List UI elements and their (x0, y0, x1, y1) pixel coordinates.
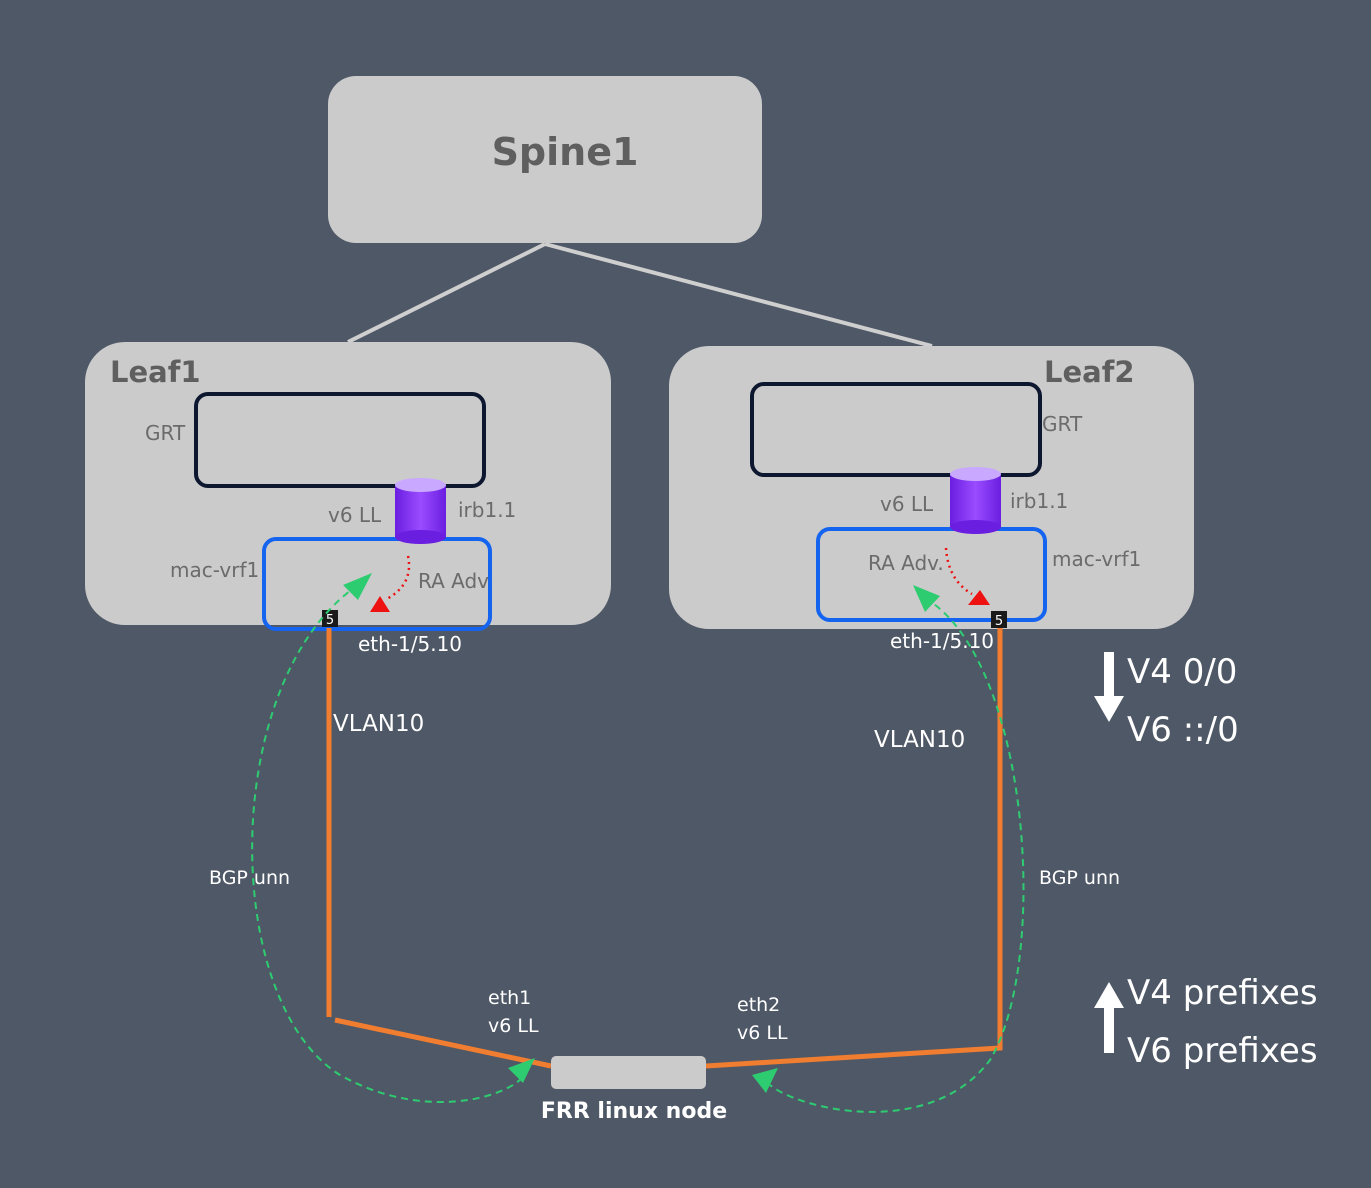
leaf2-bgp-label: BGP unn (1039, 867, 1120, 889)
leaf1-grt-box (194, 392, 486, 488)
legend-up-v6: V6 prefixes (1127, 1031, 1318, 1071)
leaf2-grt-label: GRT (1042, 412, 1083, 436)
uplink-leaf2 (544, 242, 933, 348)
leaf1-macvrf-box (262, 537, 492, 631)
arrow-down-icon (1094, 652, 1124, 722)
leaf1-v6ll-label: v6 LL (328, 503, 382, 527)
leaf1-irb-label: irb1.1 (458, 498, 516, 522)
frr-eth1-label: eth1 (488, 987, 531, 1009)
leaf2-iface-label: eth-1/5.10 (890, 629, 994, 653)
leaf2-bgp-arc-icon (752, 585, 1025, 1113)
spine-title: Spine1 (492, 130, 639, 174)
vlan-link-leaf2 (705, 625, 1003, 1069)
leaf1-bgp-arc-icon (251, 573, 535, 1103)
legend-down-v4: V4 0/0 (1127, 652, 1237, 692)
leaf1-port-badge[interactable]: 5 (322, 610, 338, 628)
leaf1-title: Leaf1 (110, 355, 201, 389)
leaf1-port-number: 5 (326, 613, 334, 628)
leaf2-macvrf-box (816, 527, 1047, 622)
leaf2-irb-label: irb1.1 (1010, 489, 1068, 513)
spine-node[interactable]: Spine1 (328, 76, 762, 243)
frr-node[interactable] (551, 1056, 706, 1089)
leaf2-v6ll-label: v6 LL (880, 492, 934, 516)
vlan-link-frr-left (334, 1017, 552, 1069)
uplink-leaf1 (347, 242, 546, 344)
leaf1-ra-label: RA Adv (418, 569, 489, 593)
leaf2-port-badge[interactable]: 5 (991, 611, 1007, 629)
frr-eth2-v6-label: v6 LL (737, 1022, 788, 1044)
leaf1-vlan-label: VLAN10 (333, 711, 424, 737)
leaf1-macvrf-label: mac-vrf1 (170, 558, 259, 582)
leaf1-node[interactable]: Leaf1 (85, 342, 611, 625)
leaf1-bgp-label: BGP unn (209, 867, 290, 889)
frr-node-label: FRR linux node (541, 1099, 727, 1124)
leaf1-ra-arrow-icon (370, 555, 411, 612)
leaf2-vlan-label: VLAN10 (874, 727, 965, 753)
leaf2-macvrf-label: mac-vrf1 (1052, 547, 1141, 571)
leaf2-node[interactable]: Leaf2 (669, 346, 1194, 629)
leaf1-grt-label: GRT (145, 421, 186, 445)
legend-down-v6: V6 ::/0 (1127, 710, 1239, 750)
leaf2-ra-arrow-icon (944, 547, 990, 605)
arrow-up-icon (1094, 982, 1124, 1053)
leaf1-iface-label: eth-1/5.10 (358, 632, 462, 656)
leaf2-grt-box (750, 382, 1042, 477)
leaf2-irb-cylinder-icon (950, 467, 1001, 534)
legend-up-v4: V4 prefixes (1127, 973, 1318, 1013)
leaf2-ra-label: RA Adv. (868, 551, 944, 575)
frr-eth1-v6-label: v6 LL (488, 1015, 539, 1037)
leaf2-port-number: 5 (995, 614, 1003, 629)
leaf2-title: Leaf2 (1044, 355, 1135, 389)
leaf1-irb-cylinder-icon (395, 478, 446, 544)
frr-eth2-label: eth2 (737, 994, 780, 1016)
